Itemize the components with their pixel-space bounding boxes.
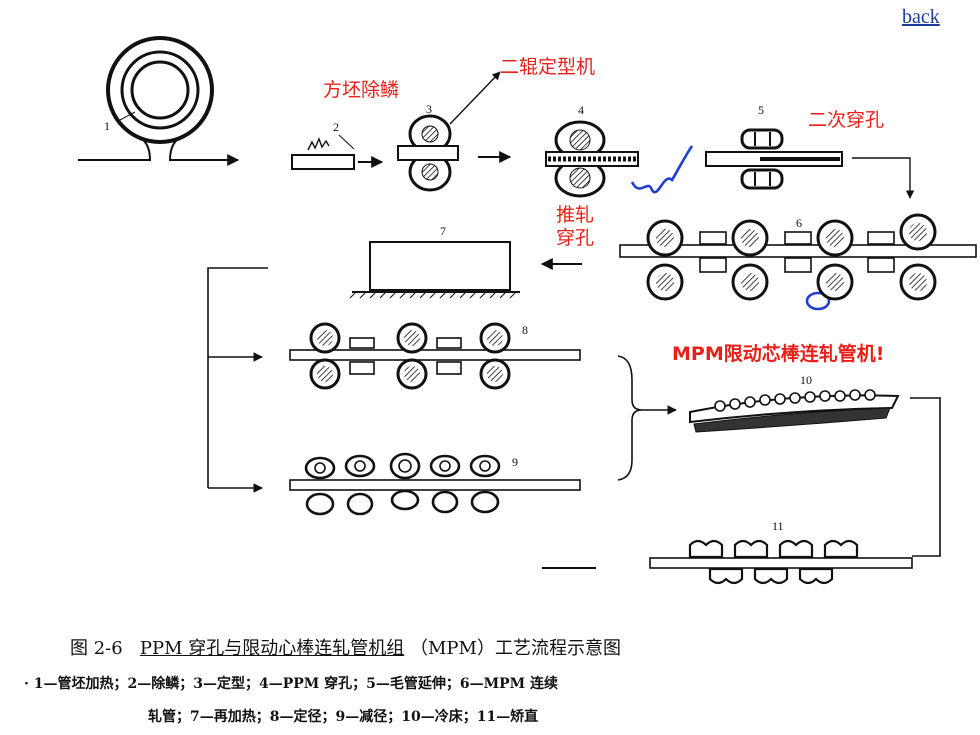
- branch-connector: [207, 267, 268, 493]
- station-7-reheating: [349, 241, 520, 299]
- annotation-second-piercing: 二次穿孔: [808, 109, 885, 131]
- station-4-ppm-piercing: [545, 120, 639, 198]
- station-number-3: 3: [426, 102, 432, 116]
- station-9-reducing-mill: [289, 452, 581, 516]
- annotation-piercing: 穿孔: [556, 227, 595, 249]
- figure-number: 图 2-6: [70, 638, 123, 659]
- station-number-11: 11: [772, 519, 784, 533]
- figure-title-underlined: PPM 穿孔与限动心棒连轧管机组: [139, 638, 405, 659]
- station-number-4: 4: [578, 103, 584, 117]
- station-2-descaling: [291, 134, 384, 170]
- annotation-push-roll: 推轧: [556, 204, 595, 226]
- ink-circle: [805, 291, 831, 311]
- station-number-1: 1: [104, 119, 110, 133]
- station-10-cooling-bed: [689, 389, 941, 557]
- station-11-straightener: [542, 539, 913, 585]
- merge-brace: [617, 355, 677, 481]
- back-link[interactable]: back: [902, 6, 940, 28]
- station-3-two-roll-sizing: [397, 71, 512, 192]
- figure-legend-line-2: 轧管；7—再加热；8—定径；9—减径；10—冷床；11—矫直: [148, 709, 539, 725]
- figure-title-rest: （MPM）工艺流程示意图: [410, 638, 621, 659]
- station-5-elongation: [705, 128, 915, 199]
- station-number-7: 7: [440, 224, 446, 238]
- station-1-billet-heating: [78, 36, 240, 166]
- ink-squiggle: [630, 145, 694, 194]
- station-number-6: 6: [796, 216, 802, 230]
- figure-caption-title: 图 2-6 PPM 穿孔与限动心棒连轧管机组 （MPM）工艺流程示意图: [70, 634, 621, 660]
- station-number-8: 8: [522, 323, 528, 337]
- station-number-9: 9: [512, 455, 518, 469]
- annotation-descaling: 方坯除鳞: [323, 79, 400, 101]
- station-number-5: 5: [758, 103, 764, 117]
- station-number-10: 10: [800, 373, 812, 387]
- station-number-2: 2: [333, 120, 339, 134]
- station-8-sizing-mill: [289, 322, 581, 390]
- annotation-mpm: MPM限动芯棒连轧管机!: [672, 343, 885, 365]
- figure-legend-line-1: · 1—管坯加热；2—除鳞；3—定型；4—PPM 穿孔；5—毛管延伸；6—MPM…: [24, 676, 559, 692]
- station-6-mpm-mill: [540, 213, 977, 301]
- annotation-two-roll-sizer: 二辊定型机: [500, 56, 596, 78]
